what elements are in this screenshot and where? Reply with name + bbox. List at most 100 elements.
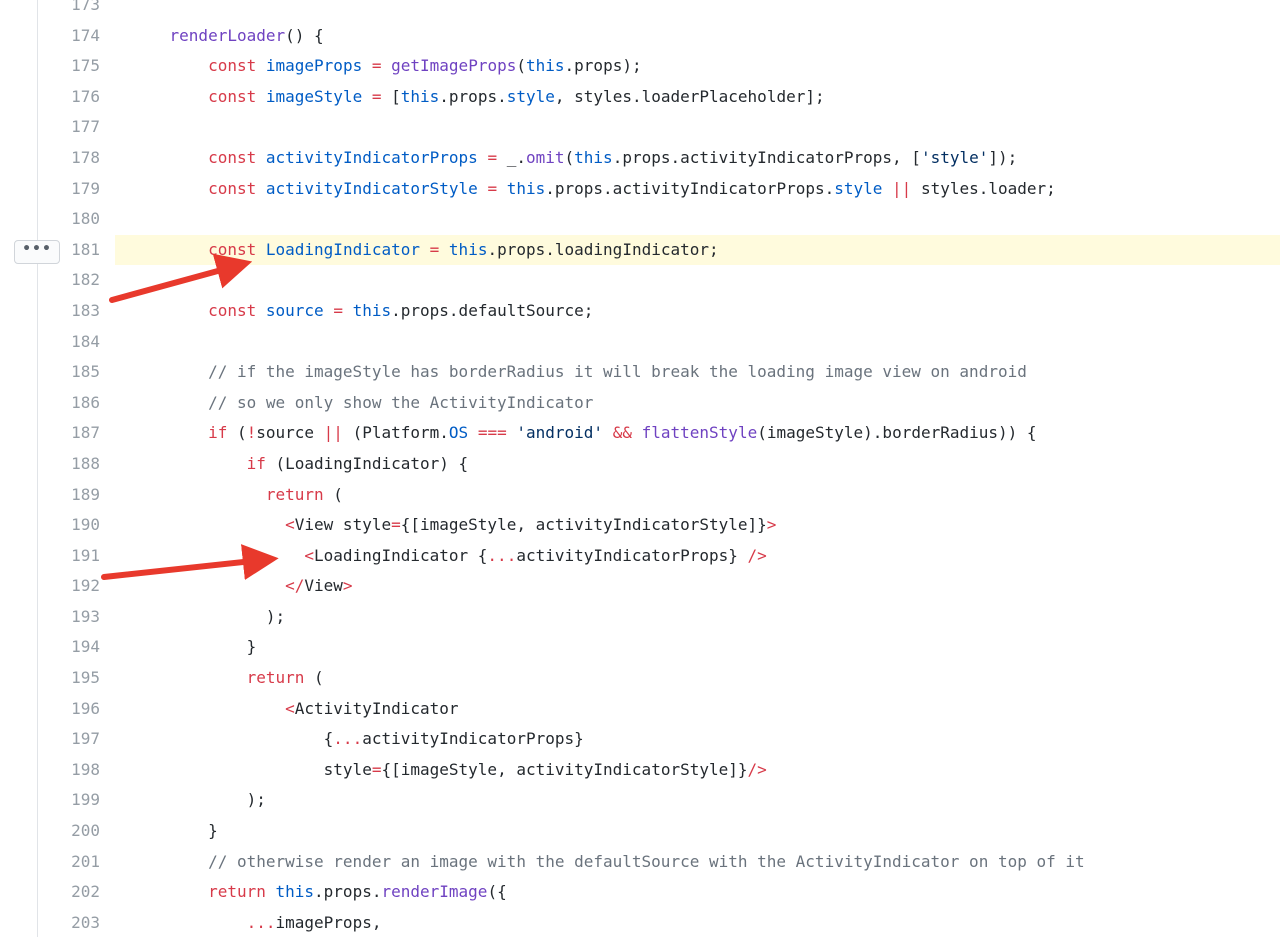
code-text: renderLoader() { bbox=[115, 21, 1280, 52]
code-token bbox=[131, 668, 247, 687]
code-token: } bbox=[131, 637, 257, 657]
code-line-173: 173 bbox=[0, 0, 1280, 21]
line-number[interactable]: 189 bbox=[71, 484, 100, 504]
code-token: ( bbox=[304, 668, 324, 688]
code-token: const bbox=[208, 239, 257, 259]
code-token: = bbox=[371, 759, 382, 779]
line-number[interactable]: 181 bbox=[71, 239, 100, 259]
code-token bbox=[468, 423, 478, 442]
code-token: activityIndicatorStyle bbox=[265, 178, 478, 198]
code-line-189: 189 return ( bbox=[0, 480, 1280, 511]
code-line-188: 188 if (LoadingIndicator) { bbox=[0, 449, 1280, 480]
code-token: ( bbox=[516, 56, 526, 76]
code-token: = bbox=[391, 515, 401, 535]
code-token bbox=[420, 240, 430, 259]
code-token: flattenStyle bbox=[641, 423, 758, 443]
code-token: .props.activityIndicatorProps. bbox=[545, 178, 835, 198]
line-number[interactable]: 176 bbox=[71, 86, 100, 106]
code-token: (imageStyle).borderRadius)) { bbox=[757, 423, 1037, 443]
line-number[interactable]: 193 bbox=[71, 606, 100, 626]
code-token: return bbox=[265, 484, 324, 504]
line-number[interactable]: 180 bbox=[71, 209, 100, 229]
line-number[interactable]: 200 bbox=[71, 821, 100, 841]
code-token bbox=[603, 423, 613, 442]
code-token: {[imageStyle, activityIndicatorStyle]} bbox=[381, 759, 748, 779]
code-text bbox=[115, 327, 1280, 358]
code-text: return this.props.renderImage({ bbox=[115, 877, 1280, 908]
line-number[interactable]: 190 bbox=[71, 515, 100, 535]
code-token: , styles.loaderPlaceholder]; bbox=[554, 86, 825, 106]
code-line-181: 181 const LoadingIndicator = this.props.… bbox=[0, 234, 1280, 266]
code-token: ({ bbox=[487, 882, 507, 902]
code-token: style bbox=[506, 86, 555, 106]
more-options-button[interactable]: ••• bbox=[14, 240, 60, 264]
code-token: omit bbox=[525, 147, 565, 167]
code-line-182: 182 bbox=[0, 265, 1280, 296]
code-token: activityIndicatorProps bbox=[265, 147, 478, 167]
line-number[interactable]: 185 bbox=[71, 362, 100, 382]
line-number[interactable]: 175 bbox=[71, 56, 100, 76]
code-token: } bbox=[131, 821, 218, 841]
code-text: // so we only show the ActivityIndicator bbox=[115, 388, 1280, 419]
code-token: = bbox=[487, 178, 498, 198]
line-number[interactable]: 177 bbox=[71, 117, 100, 137]
code-text: const imageStyle = [this.props.style, st… bbox=[115, 82, 1280, 113]
line-number[interactable]: 198 bbox=[71, 759, 100, 779]
code-text: const source = this.props.defaultSource; bbox=[115, 296, 1280, 327]
code-line-192: 192 </View> bbox=[0, 571, 1280, 602]
code-token: LoadingIndicator { bbox=[314, 545, 488, 565]
code-text: // if the imageStyle has borderRadius it… bbox=[115, 357, 1280, 388]
line-number[interactable]: 182 bbox=[71, 270, 100, 290]
code-token: 'style' bbox=[920, 147, 989, 167]
line-number[interactable]: 192 bbox=[71, 576, 100, 596]
code-token: View style bbox=[294, 515, 392, 535]
line-number[interactable]: 183 bbox=[71, 300, 100, 320]
code-token: style bbox=[131, 759, 372, 779]
code-token: = bbox=[371, 86, 382, 106]
code-token bbox=[131, 423, 208, 442]
line-number[interactable]: 188 bbox=[71, 453, 100, 473]
line-number[interactable]: 187 bbox=[71, 423, 100, 443]
code-token: this bbox=[400, 86, 440, 106]
line-number[interactable]: 191 bbox=[71, 545, 100, 565]
code-line-203: 203 ...imageProps, bbox=[0, 908, 1280, 937]
line-number[interactable]: 201 bbox=[71, 851, 100, 871]
line-number[interactable]: 195 bbox=[71, 668, 100, 688]
line-number[interactable]: 186 bbox=[71, 392, 100, 412]
line-number[interactable]: 196 bbox=[71, 698, 100, 718]
line-number[interactable]: 178 bbox=[71, 147, 100, 167]
code-line-187: 187 if (!source || (Platform.OS === 'and… bbox=[0, 418, 1280, 449]
line-number[interactable]: 199 bbox=[71, 790, 100, 810]
code-token: // if the imageStyle has borderRadius it… bbox=[208, 362, 1027, 382]
code-token: this bbox=[526, 56, 565, 76]
line-number[interactable]: 184 bbox=[71, 331, 100, 351]
line-number[interactable]: 173 bbox=[71, 0, 100, 14]
code-token bbox=[131, 240, 208, 259]
code-token bbox=[256, 56, 266, 75]
code-line-201: 201 // otherwise render an image with th… bbox=[0, 847, 1280, 878]
line-number[interactable]: 174 bbox=[71, 25, 100, 45]
line-number[interactable]: 179 bbox=[71, 178, 100, 198]
code-token bbox=[131, 148, 208, 167]
code-token bbox=[256, 179, 266, 198]
code-token: imageProps, bbox=[275, 912, 382, 932]
code-token bbox=[131, 882, 208, 901]
code-line-186: 186 // so we only show the ActivityIndic… bbox=[0, 388, 1280, 419]
code-token: _. bbox=[497, 147, 526, 167]
line-number[interactable]: 202 bbox=[71, 882, 100, 902]
code-token bbox=[131, 576, 285, 595]
code-token: ( bbox=[323, 484, 343, 504]
line-number[interactable]: 194 bbox=[71, 637, 100, 657]
code-token: .props.defaultSource; bbox=[391, 300, 594, 320]
code-token bbox=[131, 852, 208, 871]
line-number[interactable]: 197 bbox=[71, 729, 100, 749]
line-number[interactable]: 203 bbox=[71, 912, 100, 932]
code-token: View bbox=[304, 576, 343, 596]
code-token bbox=[507, 423, 517, 442]
code-line-191: 191 <LoadingIndicator {...activityIndica… bbox=[0, 541, 1280, 572]
code-token: ! bbox=[246, 423, 257, 443]
code-text: <LoadingIndicator {...activityIndicatorP… bbox=[115, 541, 1280, 572]
code-line-175: 175 const imageProps = getImageProps(thi… bbox=[0, 51, 1280, 82]
code-token bbox=[632, 423, 642, 442]
code-token: return bbox=[246, 668, 305, 688]
